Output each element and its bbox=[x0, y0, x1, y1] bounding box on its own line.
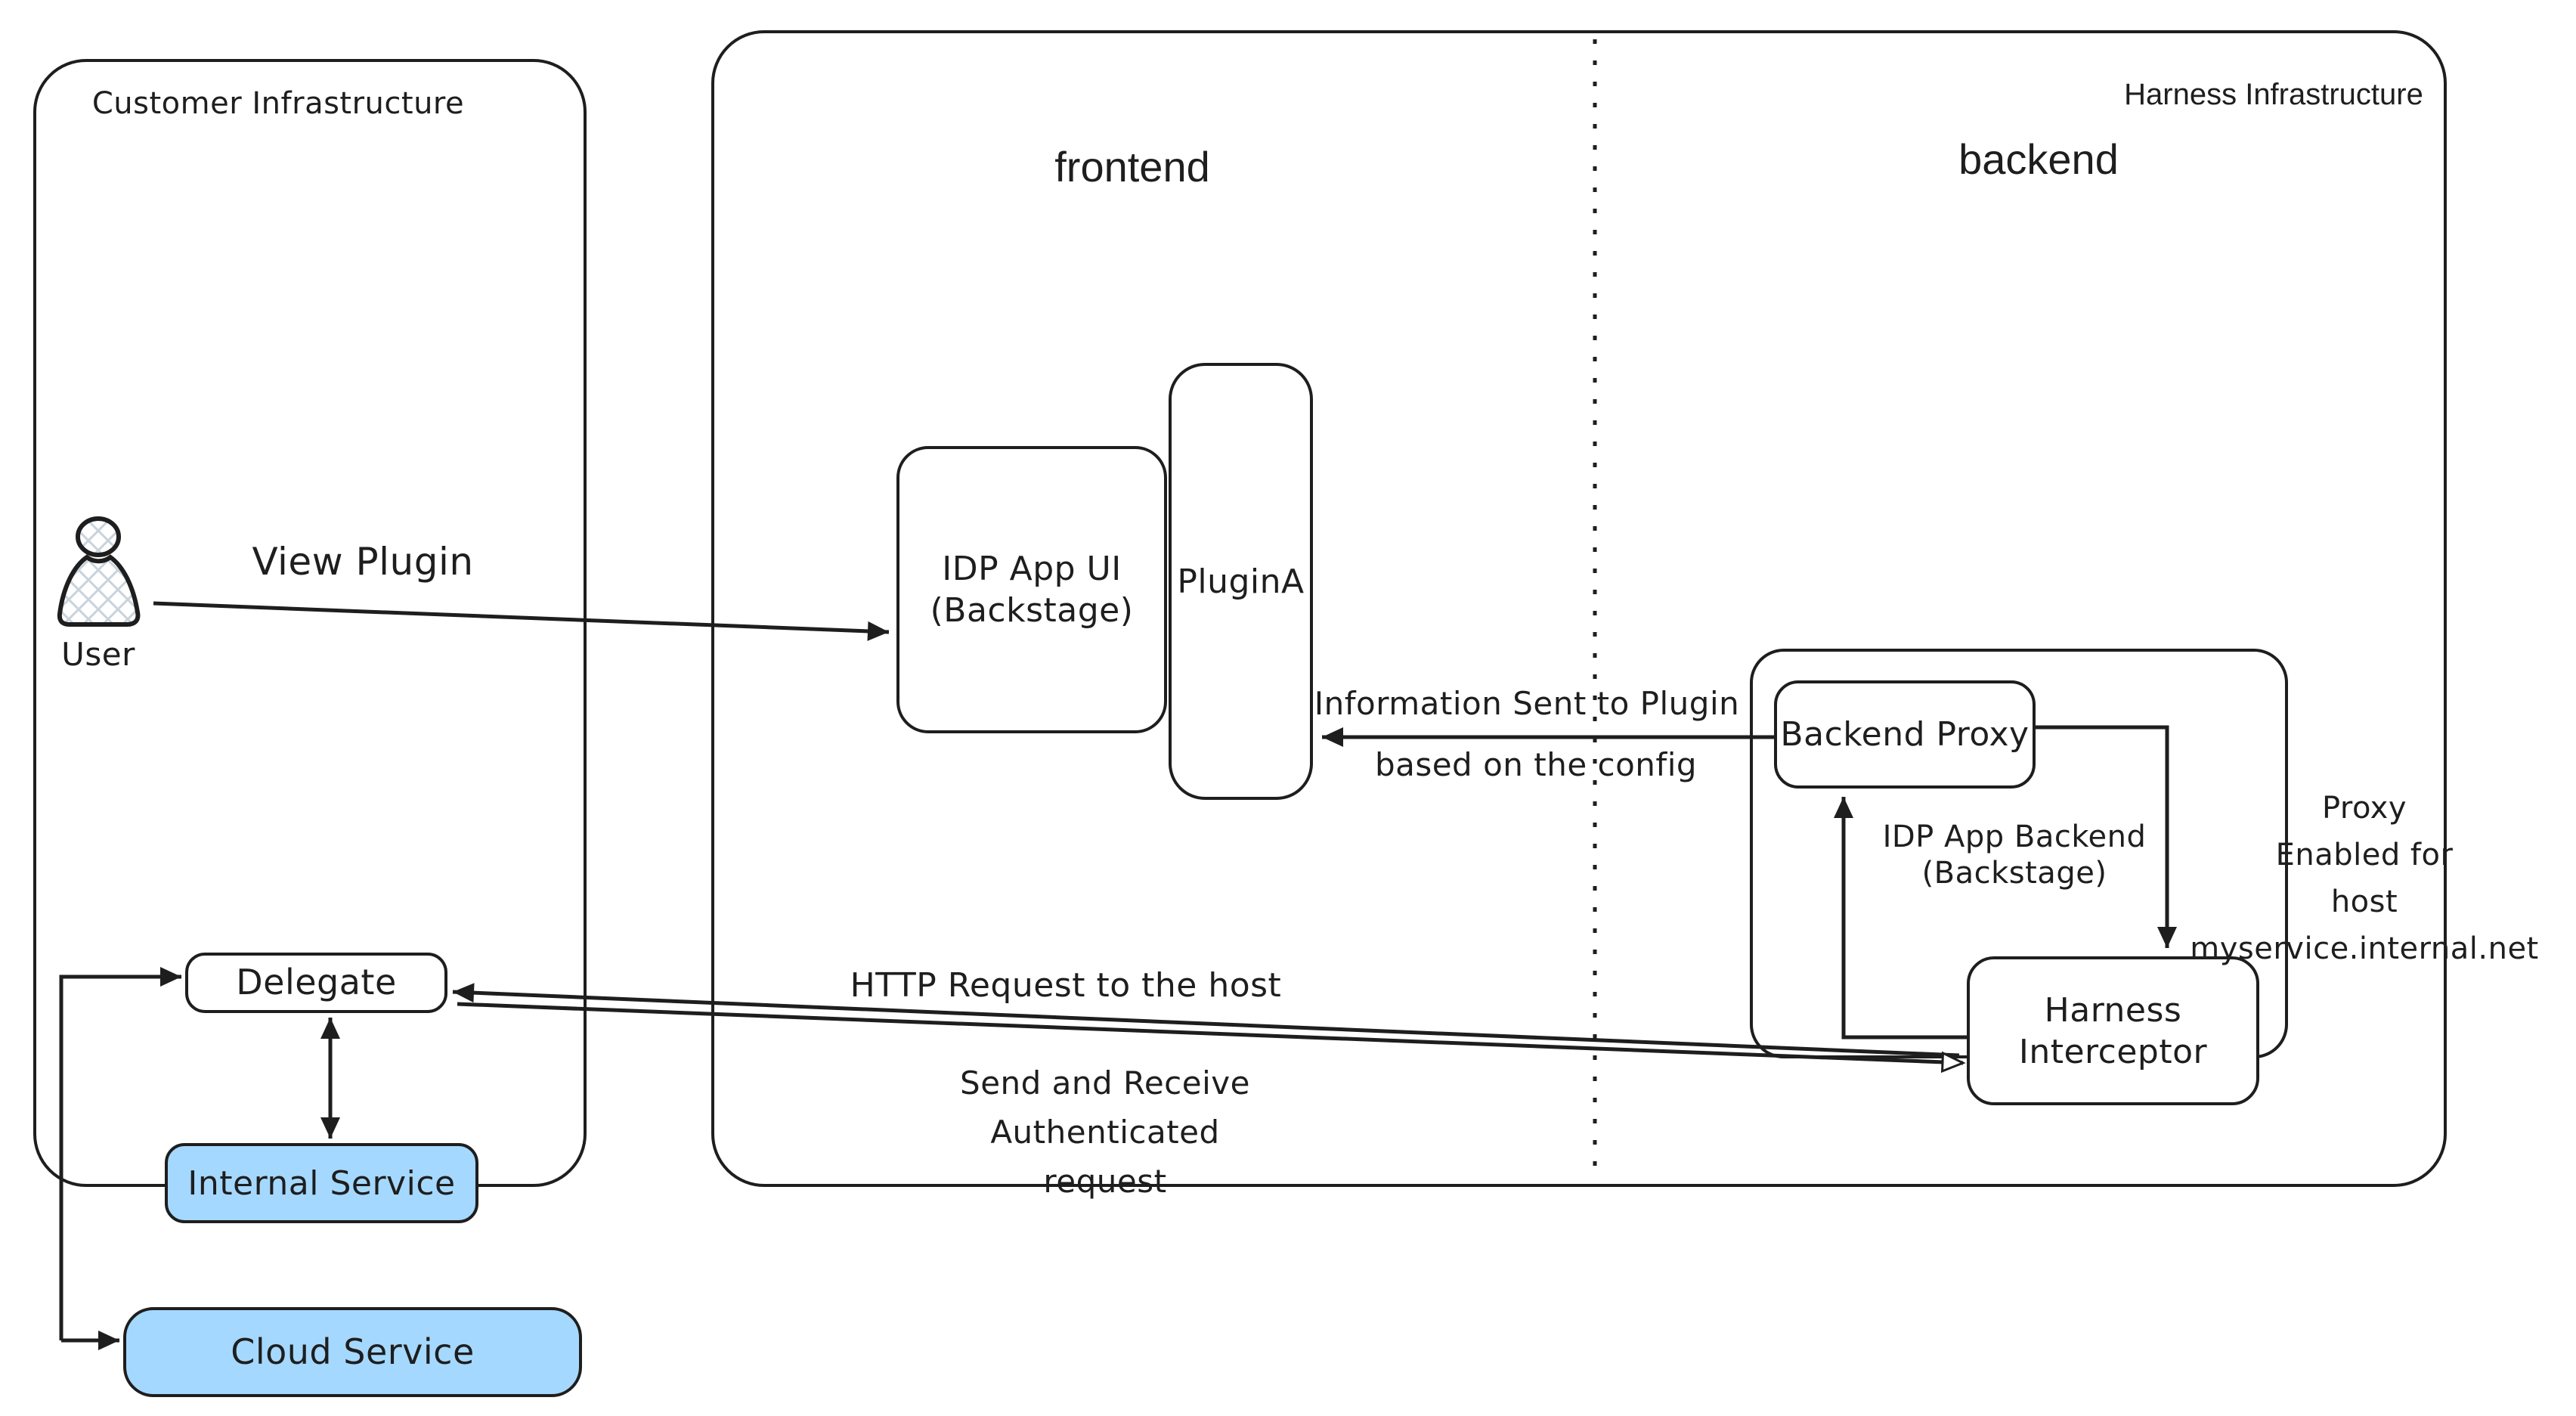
delegate-label: Delegate bbox=[236, 962, 397, 1003]
information-sent-basis-label: based on the config bbox=[1374, 746, 1698, 783]
plugin-a-label: PluginA bbox=[1177, 562, 1305, 601]
frontend-section-label: frontend bbox=[1054, 143, 1210, 191]
information-sent-label: Information Sent to Plugin bbox=[1314, 685, 1740, 722]
cloud-service-box: Cloud Service bbox=[123, 1307, 582, 1397]
user-label: User bbox=[61, 636, 135, 673]
backend-proxy-box: Backend Proxy bbox=[1774, 680, 2036, 789]
backend-section-label: backend bbox=[1958, 135, 2119, 183]
proxy-enabled-label: Proxy Enabled for host myservice.interna… bbox=[2190, 791, 2539, 966]
backend-proxy-label: Backend Proxy bbox=[1780, 715, 2030, 754]
internal-service-label: Internal Service bbox=[187, 1163, 456, 1203]
cloud-service-label: Cloud Service bbox=[231, 1331, 475, 1372]
delegate-box: Delegate bbox=[185, 953, 447, 1013]
idp-app-ui-label: IDP App UI (Backstage) bbox=[930, 550, 1134, 630]
harness-infrastructure-title: Harness Infrastructure bbox=[2124, 78, 2423, 111]
customer-infrastructure-box bbox=[33, 59, 587, 1187]
harness-interceptor-label: Harness Interceptor bbox=[2018, 990, 2208, 1071]
customer-infrastructure-title: Customer Infrastructure bbox=[91, 86, 465, 121]
idp-app-ui-box: IDP App UI (Backstage) bbox=[896, 446, 1167, 733]
harness-interceptor-box: Harness Interceptor bbox=[1967, 956, 2259, 1105]
view-plugin-flow-label: View Plugin bbox=[252, 540, 474, 584]
idp-app-backend-label: IDP App Backend (Backstage) bbox=[1882, 820, 2147, 891]
internal-service-box: Internal Service bbox=[165, 1143, 478, 1223]
send-receive-label: Send and Receive Authenticated request bbox=[960, 1064, 1250, 1201]
http-request-label: HTTP Request to the host bbox=[850, 966, 1282, 1005]
plugin-a-box: PluginA bbox=[1169, 363, 1313, 800]
